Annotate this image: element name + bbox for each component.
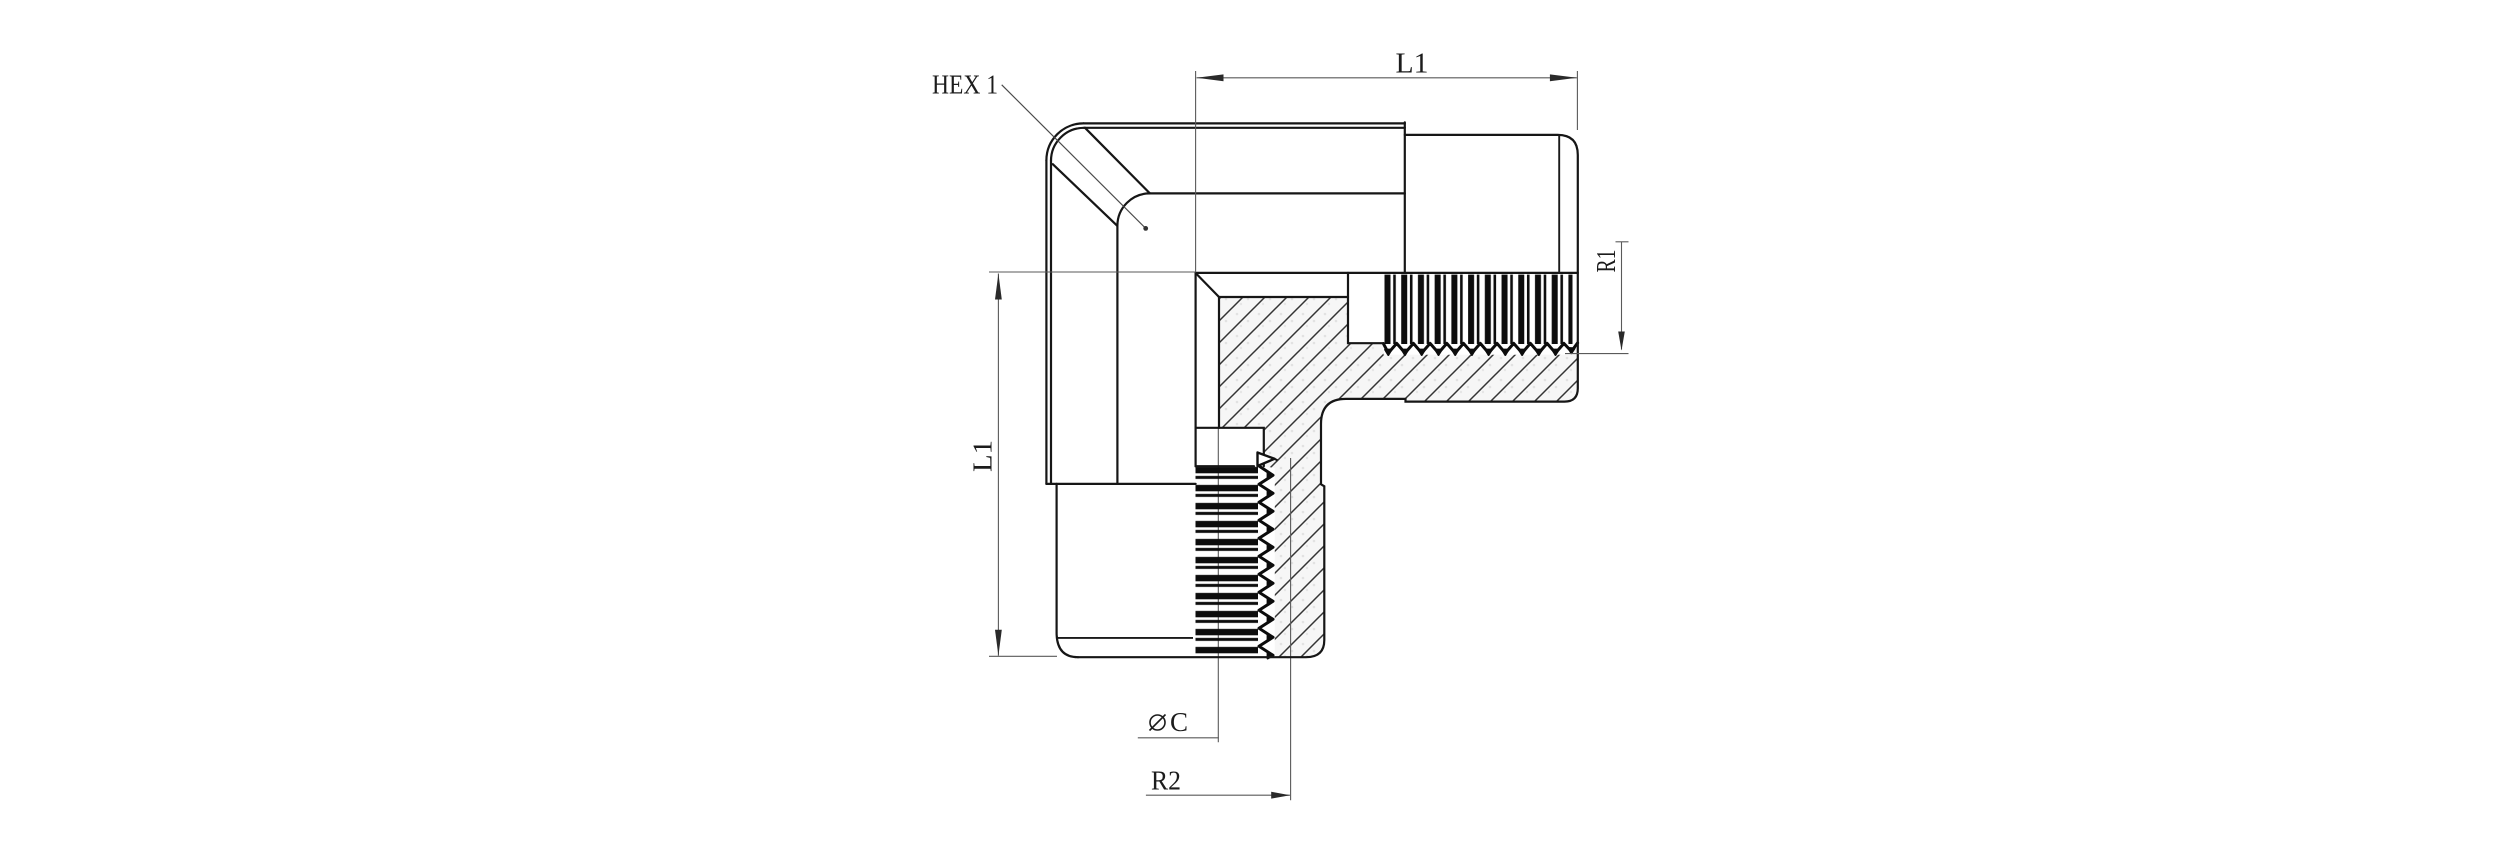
svg-text:R2: R2 bbox=[1151, 766, 1181, 796]
svg-text:L1: L1 bbox=[1396, 48, 1429, 80]
svg-text:HEX 1: HEX 1 bbox=[932, 70, 998, 100]
svg-text:L1: L1 bbox=[968, 440, 998, 472]
svg-text:R1: R1 bbox=[1591, 250, 1621, 273]
svg-text:C: C bbox=[1170, 707, 1188, 737]
